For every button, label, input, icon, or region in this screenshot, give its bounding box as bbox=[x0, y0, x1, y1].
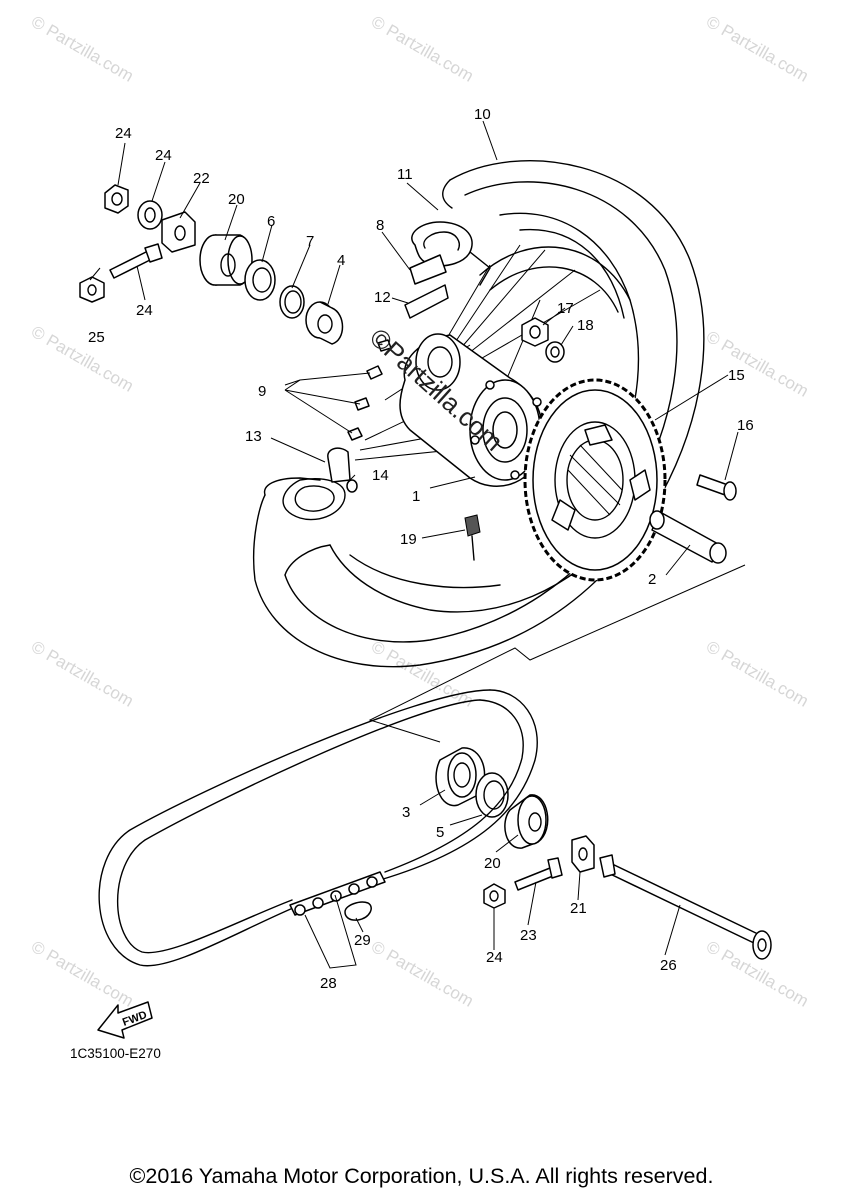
callout-2: 2 bbox=[648, 571, 656, 588]
callout-18: 18 bbox=[577, 317, 594, 334]
callout-5: 5 bbox=[436, 824, 444, 841]
callout-20b: 20 bbox=[484, 855, 501, 872]
callout-23b: 23 bbox=[520, 927, 537, 944]
watermark: © Partzilla.com bbox=[28, 12, 137, 86]
watermark: © Partzilla.com bbox=[28, 937, 137, 1011]
callout-19: 19 bbox=[400, 531, 417, 548]
callout-12: 12 bbox=[374, 289, 391, 306]
callout-labels: 24 24 22 20 6 7 4 25 24 10 11 8 12 17 18… bbox=[88, 106, 754, 992]
watermark: © Partzilla.com bbox=[368, 937, 477, 1011]
callout-6: 6 bbox=[267, 213, 275, 230]
callout-7: 7 bbox=[306, 233, 314, 250]
diagram-code: 1C35100-E270 bbox=[70, 1046, 161, 1061]
callout-9: 9 bbox=[258, 383, 266, 400]
callout-21: 21 bbox=[570, 900, 587, 917]
drive-chain bbox=[98, 689, 538, 967]
watermark: © Partzilla.com bbox=[368, 637, 477, 711]
callout-13: 13 bbox=[245, 428, 262, 445]
callout-3: 3 bbox=[402, 804, 410, 821]
sprocket-nut bbox=[521, 317, 565, 363]
callout-24: 25 bbox=[88, 329, 105, 346]
callout-16: 16 bbox=[737, 417, 754, 434]
rim-lock bbox=[327, 447, 358, 493]
valve-cap bbox=[464, 514, 481, 561]
watermark-group: © Partzilla.com © Partzilla.com © Partzi… bbox=[28, 12, 812, 1011]
sprocket-bolt bbox=[696, 474, 737, 501]
rim-band bbox=[404, 254, 449, 319]
leader-lines bbox=[89, 120, 739, 969]
left-axle-hardware bbox=[79, 184, 344, 345]
callout-25: 26 bbox=[660, 957, 677, 974]
callout-27: 24 bbox=[155, 147, 172, 164]
callout-24b: 24 bbox=[486, 949, 503, 966]
callout-11: 11 bbox=[397, 166, 413, 183]
spoke-nipples bbox=[347, 339, 392, 441]
collar bbox=[649, 510, 727, 564]
watermark: © Partzilla.com bbox=[703, 637, 812, 711]
watermark: © Partzilla.com bbox=[28, 322, 137, 396]
callout-17: 17 bbox=[557, 300, 574, 317]
callout-26: 24 bbox=[115, 125, 132, 142]
watermark: © Partzilla.com bbox=[703, 327, 812, 401]
right-axle-hardware bbox=[435, 747, 772, 960]
exploded-lines bbox=[368, 564, 746, 743]
callout-4: 4 bbox=[337, 252, 345, 269]
rear-hub bbox=[399, 333, 546, 487]
callout-14: 14 bbox=[372, 467, 389, 484]
callout-10: 10 bbox=[474, 106, 491, 123]
callout-29: 29 bbox=[354, 932, 371, 949]
watermark: © Partzilla.com bbox=[703, 12, 812, 86]
callout-23: 24 bbox=[136, 302, 153, 319]
watermark: © Partzilla.com bbox=[368, 12, 477, 86]
callout-28: 28 bbox=[320, 975, 337, 992]
callout-8: 8 bbox=[376, 217, 384, 234]
callout-1: 1 bbox=[412, 488, 420, 505]
watermark: © Partzilla.com bbox=[28, 637, 137, 711]
copyright-notice: ©2016 Yamaha Motor Corporation, U.S.A. A… bbox=[129, 1164, 714, 1188]
callout-15: 15 bbox=[728, 367, 745, 384]
callout-22: 22 bbox=[193, 170, 210, 187]
rear-sprocket bbox=[523, 378, 667, 582]
callout-20: 20 bbox=[228, 191, 245, 208]
